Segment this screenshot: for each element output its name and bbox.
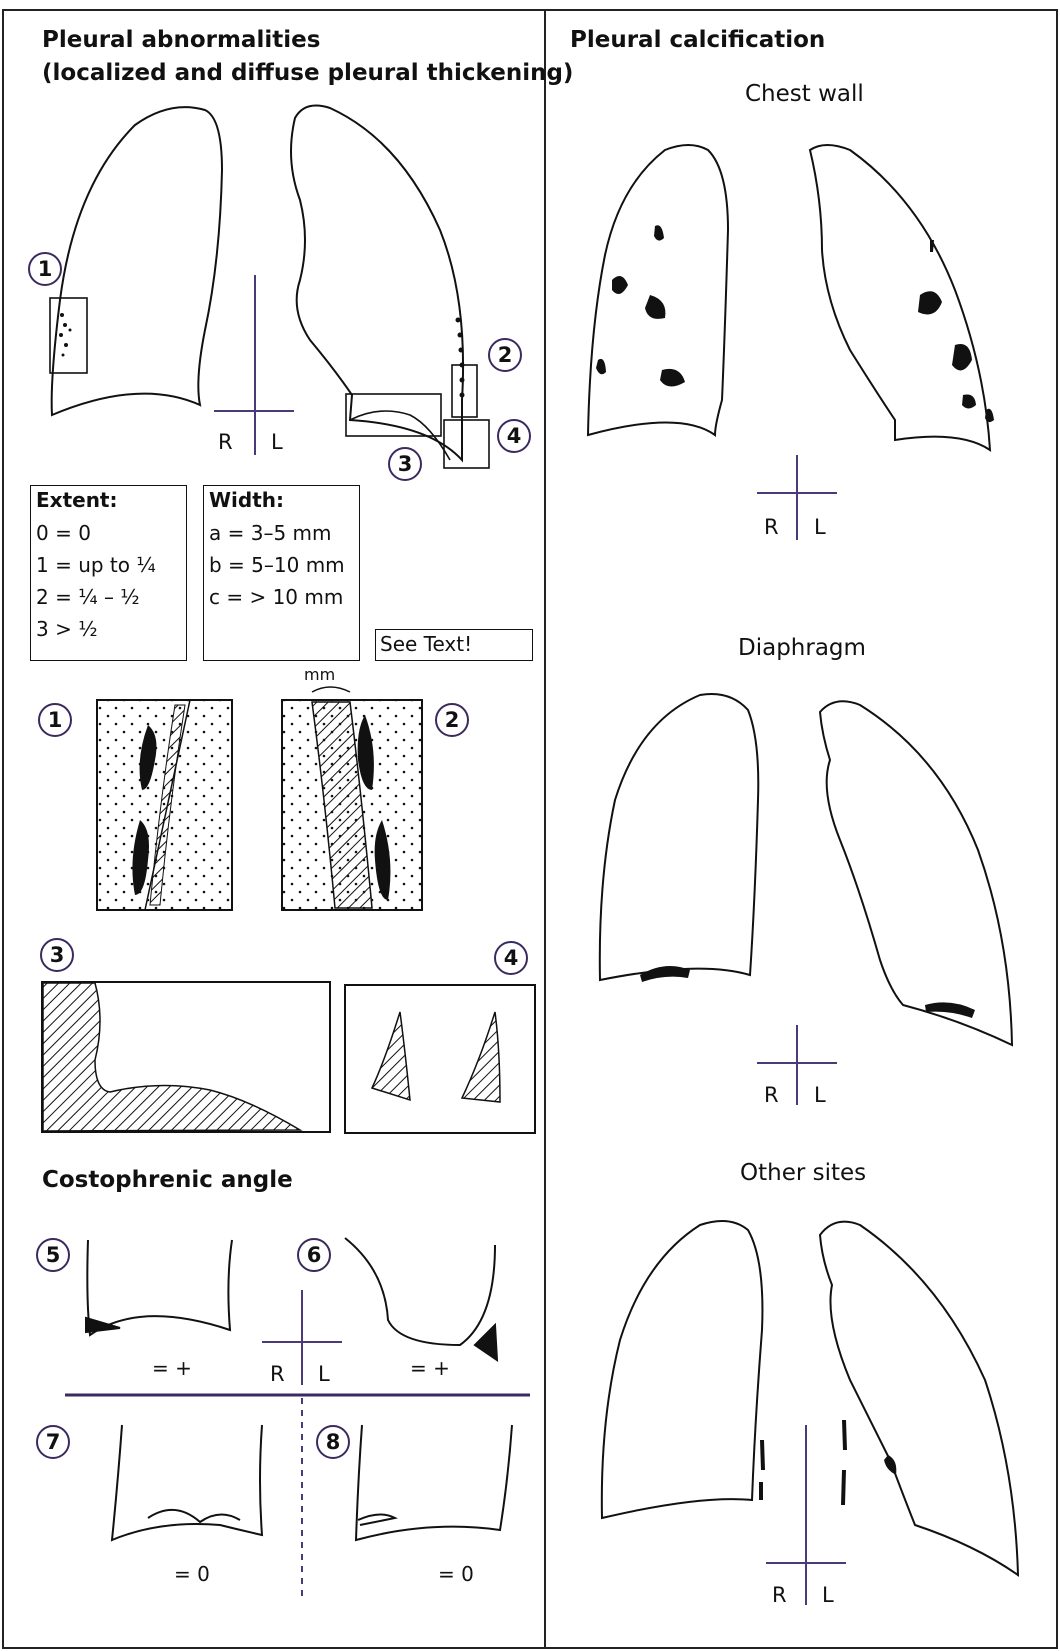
width-legend: Width: a = 3–5 mm b = 5–10 mm c = > 10 m… (203, 485, 360, 661)
costophrenic-6 (345, 1238, 497, 1360)
rl-diaphragm-l: L (814, 1083, 826, 1107)
costophrenic-5 (86, 1240, 232, 1335)
width-row: b = 5–10 mm (209, 552, 359, 578)
marker-3-top: 3 (388, 447, 422, 481)
section-chest-wall: Chest wall (745, 81, 864, 107)
detail-2 (282, 687, 422, 910)
marker-4-detail: 4 (494, 941, 528, 975)
extent-legend: Extent: 0 = 0 1 = up to ¼ 2 = ¼ – ½ 3 > … (30, 485, 187, 661)
mm-label: mm (304, 665, 335, 684)
marker-8: 8 (316, 1425, 350, 1459)
extent-title: Extent: (36, 488, 186, 512)
width-title: Width: (209, 488, 359, 512)
rl-axis-main (214, 275, 294, 455)
rl-main-r: R (218, 430, 233, 454)
rl-other-r: R (772, 1583, 787, 1607)
rl-chest-wall-r: R (764, 515, 779, 539)
section-other-sites: Other sites (740, 1160, 866, 1186)
zoom-box-4 (444, 420, 489, 468)
marker-4-top: 4 (497, 419, 531, 453)
rl-axis-other-sites (766, 1425, 846, 1605)
chest-wall-calcifications (596, 225, 994, 422)
section-diaphragm: Diaphragm (738, 635, 866, 661)
other-sites-lungs (602, 1221, 1018, 1575)
marker-5: 5 (36, 1238, 70, 1272)
marker-6: 6 (297, 1238, 331, 1272)
zoom-box-2 (452, 365, 477, 417)
marker-3-detail: 3 (40, 938, 74, 972)
detail-4 (345, 985, 535, 1133)
thickening-dots (59, 313, 465, 398)
see-text-note: See Text! (375, 629, 533, 661)
right-panel-title: Pleural calcification (570, 27, 825, 53)
marker-1-top: 1 (28, 252, 62, 286)
rl-chest-wall-l: L (814, 515, 826, 539)
width-row: a = 3–5 mm (209, 520, 359, 546)
rl-diaphragm-r: R (764, 1083, 779, 1107)
detail-3 (42, 982, 330, 1132)
extent-row: 2 = ¼ – ½ (36, 584, 186, 610)
rl-main-l: L (271, 430, 283, 454)
diaphragm-lungs (600, 694, 1012, 1045)
detail-1 (97, 700, 232, 910)
costophrenic-7 (112, 1425, 262, 1540)
equals-7: = 0 (174, 1562, 210, 1586)
marker-1-detail: 1 (38, 703, 72, 737)
costophrenic-title: Costophrenic angle (42, 1167, 293, 1193)
marker-7: 7 (36, 1425, 70, 1459)
equals-6: = + (410, 1356, 450, 1380)
left-panel-subtitle: (localized and diffuse pleural thickenin… (42, 60, 573, 86)
right-lung-outline (52, 107, 222, 415)
extent-row: 3 > ½ (36, 616, 186, 642)
marker-2-top: 2 (488, 338, 522, 372)
extent-row: 1 = up to ¼ (36, 552, 186, 578)
equals-5: = + (152, 1356, 192, 1380)
lungs-main (52, 106, 463, 460)
rl-costo-l: L (318, 1362, 330, 1386)
left-lung-outline (291, 106, 463, 460)
rl-other-l: L (822, 1583, 834, 1607)
left-panel-title: Pleural abnormalities (42, 27, 320, 53)
costophrenic-8 (356, 1425, 512, 1540)
extent-row: 0 = 0 (36, 520, 186, 546)
rl-costo-r: R (270, 1362, 285, 1386)
marker-2-detail: 2 (435, 703, 469, 737)
equals-8: = 0 (438, 1562, 474, 1586)
width-row: c = > 10 mm (209, 584, 359, 610)
